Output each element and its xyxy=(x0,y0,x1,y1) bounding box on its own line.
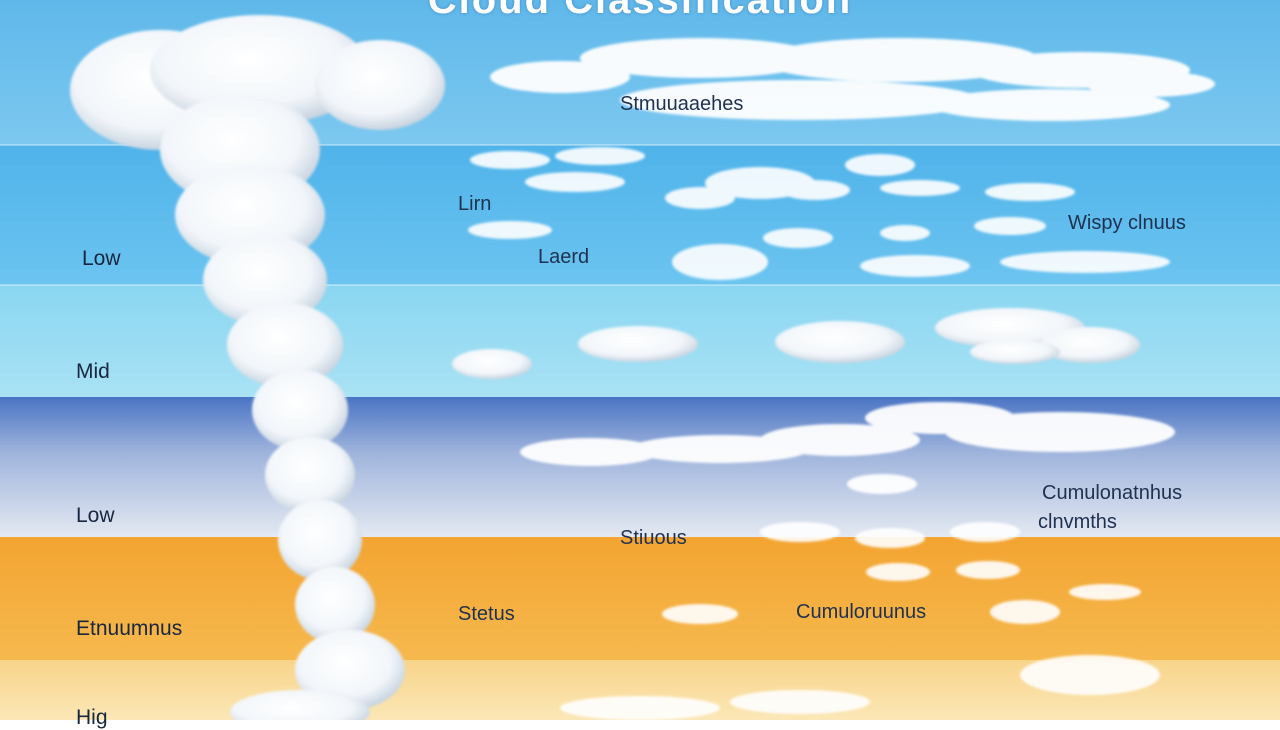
left-label-etnuumnus: Etnuumnus xyxy=(76,617,183,640)
cloud-label-wispy: Wispy clnuus xyxy=(1068,212,1186,234)
cloud-label-cumulonatnhus: Cumulonatnhus xyxy=(1042,482,1183,504)
mid-cloud-layer xyxy=(452,308,1140,379)
cloud-label-lirn: Lirn xyxy=(458,193,492,215)
cloud-label-stiuous: Stiuous xyxy=(620,527,687,549)
band-divider xyxy=(0,144,1280,146)
cloud-label-laerd: Laerd xyxy=(538,246,590,268)
left-label-bottom: Hig xyxy=(76,706,108,729)
warm-band xyxy=(0,537,1280,660)
high-cloud-layer xyxy=(490,38,1215,121)
band-divider xyxy=(0,284,1280,286)
cloud-label-clnvmths: clnvmths xyxy=(1038,511,1117,533)
cloud-label-stmuuaaehes: Stmuuaaehes xyxy=(620,93,744,115)
left-label-low-1: Low xyxy=(82,247,121,270)
cloud-label-stetus: Stetus xyxy=(458,603,515,625)
diagram-title: Cloud Classification xyxy=(427,0,853,22)
upper-cloud-layer xyxy=(468,147,1170,280)
left-label-mid: Mid xyxy=(76,360,110,383)
lower-puff-clouds xyxy=(560,522,1160,720)
cloud-label-cumuloruunus: Cumuloruunus xyxy=(796,601,927,623)
low-cloud-layer xyxy=(520,402,1175,494)
left-label-low-2: Low xyxy=(76,504,115,527)
cumulonimbus-tower xyxy=(70,15,445,720)
